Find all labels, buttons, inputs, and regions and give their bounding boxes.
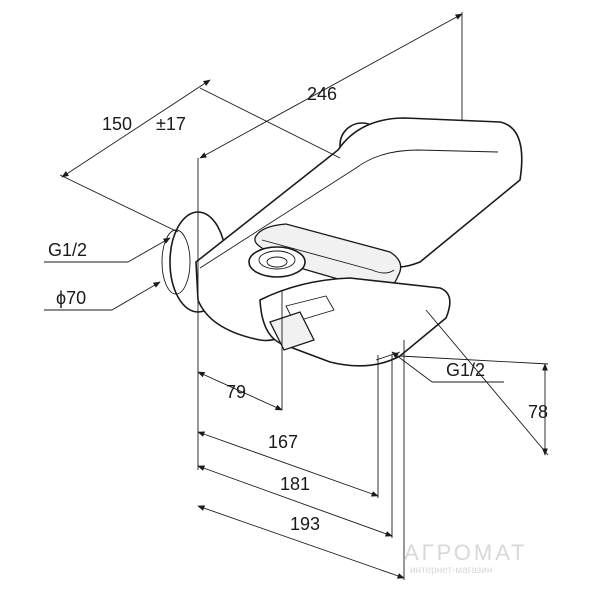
dim-label-193: 193 — [290, 514, 320, 534]
watermark-subtitle: интернет-магазин — [410, 565, 492, 576]
thread-label-left: G1/2 — [48, 240, 87, 260]
watermark: АГРОМАТ интернет-магазин — [404, 540, 528, 576]
spout — [259, 277, 451, 367]
mixer-body — [161, 117, 523, 367]
watermark-brand: АГРОМАТ — [404, 540, 528, 565]
dim-line-79 — [197, 371, 283, 411]
flange-edge — [161, 229, 191, 295]
dim-line-150 — [61, 79, 211, 178]
dim-label-79: 79 — [226, 382, 246, 402]
tolerance-label: ±17 — [156, 114, 186, 134]
dimension-lines — [61, 13, 548, 579]
dim-label-181: 181 — [280, 474, 310, 494]
dim-line-193 — [197, 505, 405, 579]
dim-label-246: 246 — [307, 84, 337, 104]
dim-line-246 — [199, 13, 463, 159]
diverter-knob — [248, 246, 306, 278]
dim-label-167: 167 — [268, 432, 298, 452]
diameter-label: ϕ70 — [56, 288, 86, 308]
dim-label-150: 150 — [102, 114, 132, 134]
dim-label-78: 78 — [528, 402, 548, 422]
thread-label-bottom: G1/2 — [446, 360, 485, 380]
leader-lines — [44, 237, 504, 383]
